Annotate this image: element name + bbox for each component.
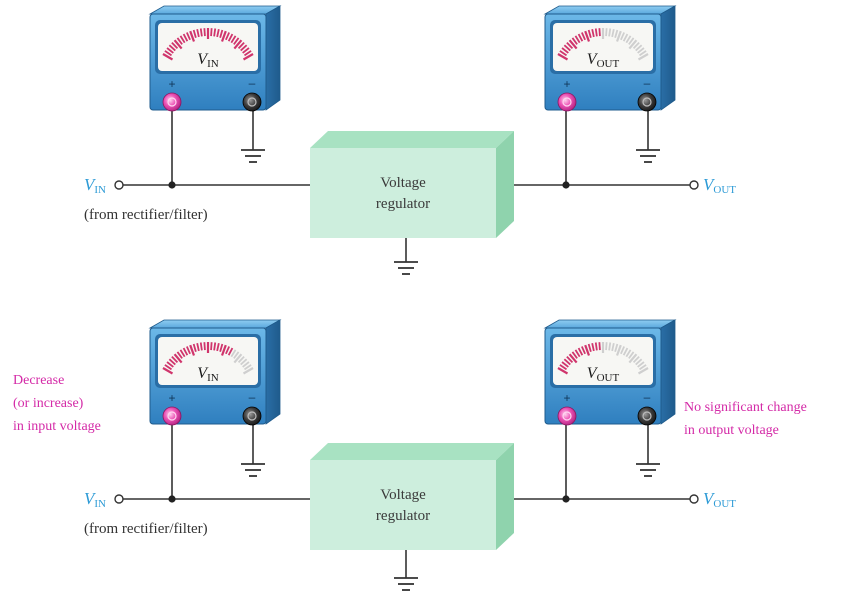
top-meter-in-label: VIN <box>197 51 218 70</box>
output-change-line-2: in output voltage <box>684 423 779 438</box>
top-meter-in-ground-icon <box>241 149 265 163</box>
bottom-meter-out-plus-terminal-icon <box>557 406 577 426</box>
top-meter-in-minus-terminal-icon <box>242 92 262 112</box>
bottom-meter-out-minus-terminal-icon <box>637 406 657 426</box>
bottom-vin-label: VIN <box>84 489 106 510</box>
bottom-meter-out-minus-mark: – <box>644 390 651 404</box>
bottom-meter-in-minus-terminal-icon <box>242 406 262 426</box>
top-meter-in-dial <box>158 23 258 71</box>
top-output-terminal <box>689 180 699 190</box>
output-change-annotation: No significant change in output voltage <box>684 400 807 438</box>
input-change-annotation: Decrease (or increase) in input voltage <box>13 373 101 434</box>
bottom-meter-in-minus-mark: – <box>249 390 256 404</box>
top-regulator-label-line2: regulator <box>376 196 430 212</box>
bottom-vout-label: VOUT <box>703 489 736 510</box>
top-input-terminal <box>114 180 124 190</box>
top-regulator-label-line1: Voltage <box>380 175 426 191</box>
bottom-regulator-label-line2: regulator <box>376 508 430 524</box>
bottom-output-junction-dot <box>562 495 570 503</box>
top-panel: Voltage regulator VIN VOUT (from rectifi… <box>84 110 736 275</box>
top-regulator-block: Voltage regulator <box>310 131 514 238</box>
top-meter-in-plus-terminal-icon <box>162 92 182 112</box>
top-regulator-ground-icon <box>394 261 418 275</box>
top-meter-out-ground-icon <box>636 149 660 163</box>
top-meter-in-minus-mark: – <box>249 76 256 90</box>
top-input-junction-dot <box>168 181 176 189</box>
top-meter-in-icon: VIN + – <box>148 5 282 112</box>
bottom-meter-in-plus-mark: + <box>168 391 175 405</box>
voltmeters: VIN + – VOUT + – VIN + – VOUT + – <box>148 5 677 426</box>
bottom-meter-in-icon: VIN + – <box>148 319 282 426</box>
bottom-meter-out-label: VOUT <box>587 365 620 384</box>
top-vin-label: VIN <box>84 175 106 196</box>
top-meter-out-minus-terminal-icon <box>637 92 657 112</box>
top-output-junction-dot <box>562 181 570 189</box>
bottom-meter-out-plus-mark: + <box>563 391 570 405</box>
top-meter-out-plus-terminal-icon <box>557 92 577 112</box>
bottom-regulator-block: Voltage regulator <box>310 443 514 550</box>
top-meter-out-minus-mark: – <box>644 76 651 90</box>
top-meter-in-plus-mark: + <box>168 77 175 91</box>
bottom-meter-in-plus-terminal-icon <box>162 406 182 426</box>
bottom-source-note: (from rectifier/filter) <box>84 521 208 537</box>
bottom-meter-in-label: VIN <box>197 365 218 384</box>
bottom-meter-out-icon: VOUT + – <box>543 319 677 426</box>
top-meter-out-icon: VOUT + – <box>543 5 677 112</box>
top-vout-label: VOUT <box>703 175 736 196</box>
bottom-meter-out-ground-icon <box>636 463 660 477</box>
input-change-line-1: Decrease <box>13 373 64 388</box>
bottom-regulator-label-line1: Voltage <box>380 487 426 503</box>
top-meter-out-plus-mark: + <box>563 77 570 91</box>
bottom-regulator-ground-icon <box>394 577 418 591</box>
bottom-meter-in-dial <box>158 337 258 385</box>
bottom-meter-in-ground-icon <box>241 463 265 477</box>
bottom-output-terminal <box>689 494 699 504</box>
top-wires <box>123 110 690 262</box>
top-meter-out-label: VOUT <box>587 51 620 70</box>
bottom-meter-out-dial <box>553 337 653 385</box>
bottom-input-terminal <box>114 494 124 504</box>
bottom-wires <box>123 424 690 578</box>
top-source-note: (from rectifier/filter) <box>84 207 208 223</box>
output-change-line-1: No significant change <box>684 400 807 415</box>
input-change-line-2: (or increase) <box>13 396 84 411</box>
input-change-line-3: in input voltage <box>13 419 101 434</box>
bottom-panel: Voltage regulator VIN VOUT (from rectifi… <box>13 373 807 591</box>
bottom-input-junction-dot <box>168 495 176 503</box>
top-meter-out-dial <box>553 23 653 71</box>
